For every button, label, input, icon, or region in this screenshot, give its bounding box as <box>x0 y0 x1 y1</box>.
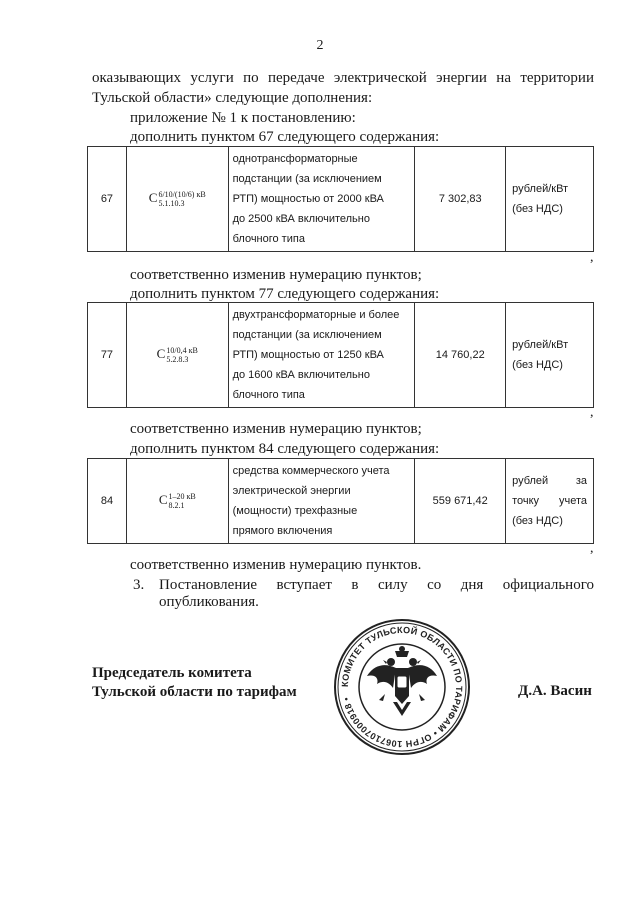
row-number: 84 <box>87 458 127 544</box>
tariff-unit: рублей/кВт (без НДС) <box>505 302 594 408</box>
tariff-description: двухтрансформаторные и более подстанции … <box>227 302 416 408</box>
signer-title: Председатель комитета Тульской области п… <box>92 665 297 700</box>
tariff-price: 14 760,22 <box>414 302 507 408</box>
comma-1: , <box>590 250 594 265</box>
add-point-77-line: дополнить пунктом 77 следующего содержан… <box>130 286 440 302</box>
tariff-code-sub: 5.1.10.3 <box>158 199 185 208</box>
renumber-line-2: соответственно изменив нумерацию пунктов… <box>130 421 422 437</box>
renumber-line-1: соответственно изменив нумерацию пунктов… <box>130 267 422 283</box>
official-seal: КОМИТЕТ ТУЛЬСКОЙ ОБЛАСТИ ПО ТАРИФАМ • ОГ… <box>334 619 470 755</box>
double-headed-eagle-icon <box>367 646 437 716</box>
tariff-code-sub: 5.2.8.3 <box>166 355 189 364</box>
add-point-84-line: дополнить пунктом 84 следующего содержан… <box>130 441 440 457</box>
row-number: 77 <box>87 302 127 408</box>
signer-name: Д.А. Васин <box>518 683 592 699</box>
comma-2: , <box>590 405 594 420</box>
tariff-unit: рублей за точку учета (без НДС) <box>505 458 594 544</box>
tariff-code-sub: 8.2.1 <box>168 501 185 510</box>
tariff-code-sup: 6/10/(10/6) кВ <box>158 190 206 199</box>
intro-line-3: приложение № 1 к постановлению: <box>130 110 356 126</box>
page-number: 2 <box>316 38 324 53</box>
tariff-unit: рублей/кВт (без НДС) <box>505 146 594 252</box>
renumber-line-3: соответственно изменив нумерацию пунктов… <box>130 557 422 573</box>
tariff-price: 7 302,83 <box>414 146 507 252</box>
comma-3: , <box>590 541 594 556</box>
tariff-description: средства коммерческого учета электрическ… <box>227 458 416 544</box>
intro-line-4: дополнить пунктом 67 следующего содержан… <box>130 129 440 145</box>
point-3-text: Постановление вступает в силу со дня офи… <box>159 577 594 610</box>
intro-line-2: Тульской области» следующие дополнения: <box>92 90 373 106</box>
tariff-code-sup: 10/0,4 кВ <box>166 346 198 355</box>
tariff-description: однотрансформаторные подстанции (за искл… <box>227 146 416 252</box>
tariff-price: 559 671,42 <box>414 458 507 544</box>
tariff-code-sup: 1–20 кВ <box>168 492 196 501</box>
intro-line-1: оказывающих услуги по передаче электриче… <box>92 70 594 86</box>
row-number: 67 <box>87 146 127 252</box>
point-3-number: 3. <box>133 577 145 593</box>
